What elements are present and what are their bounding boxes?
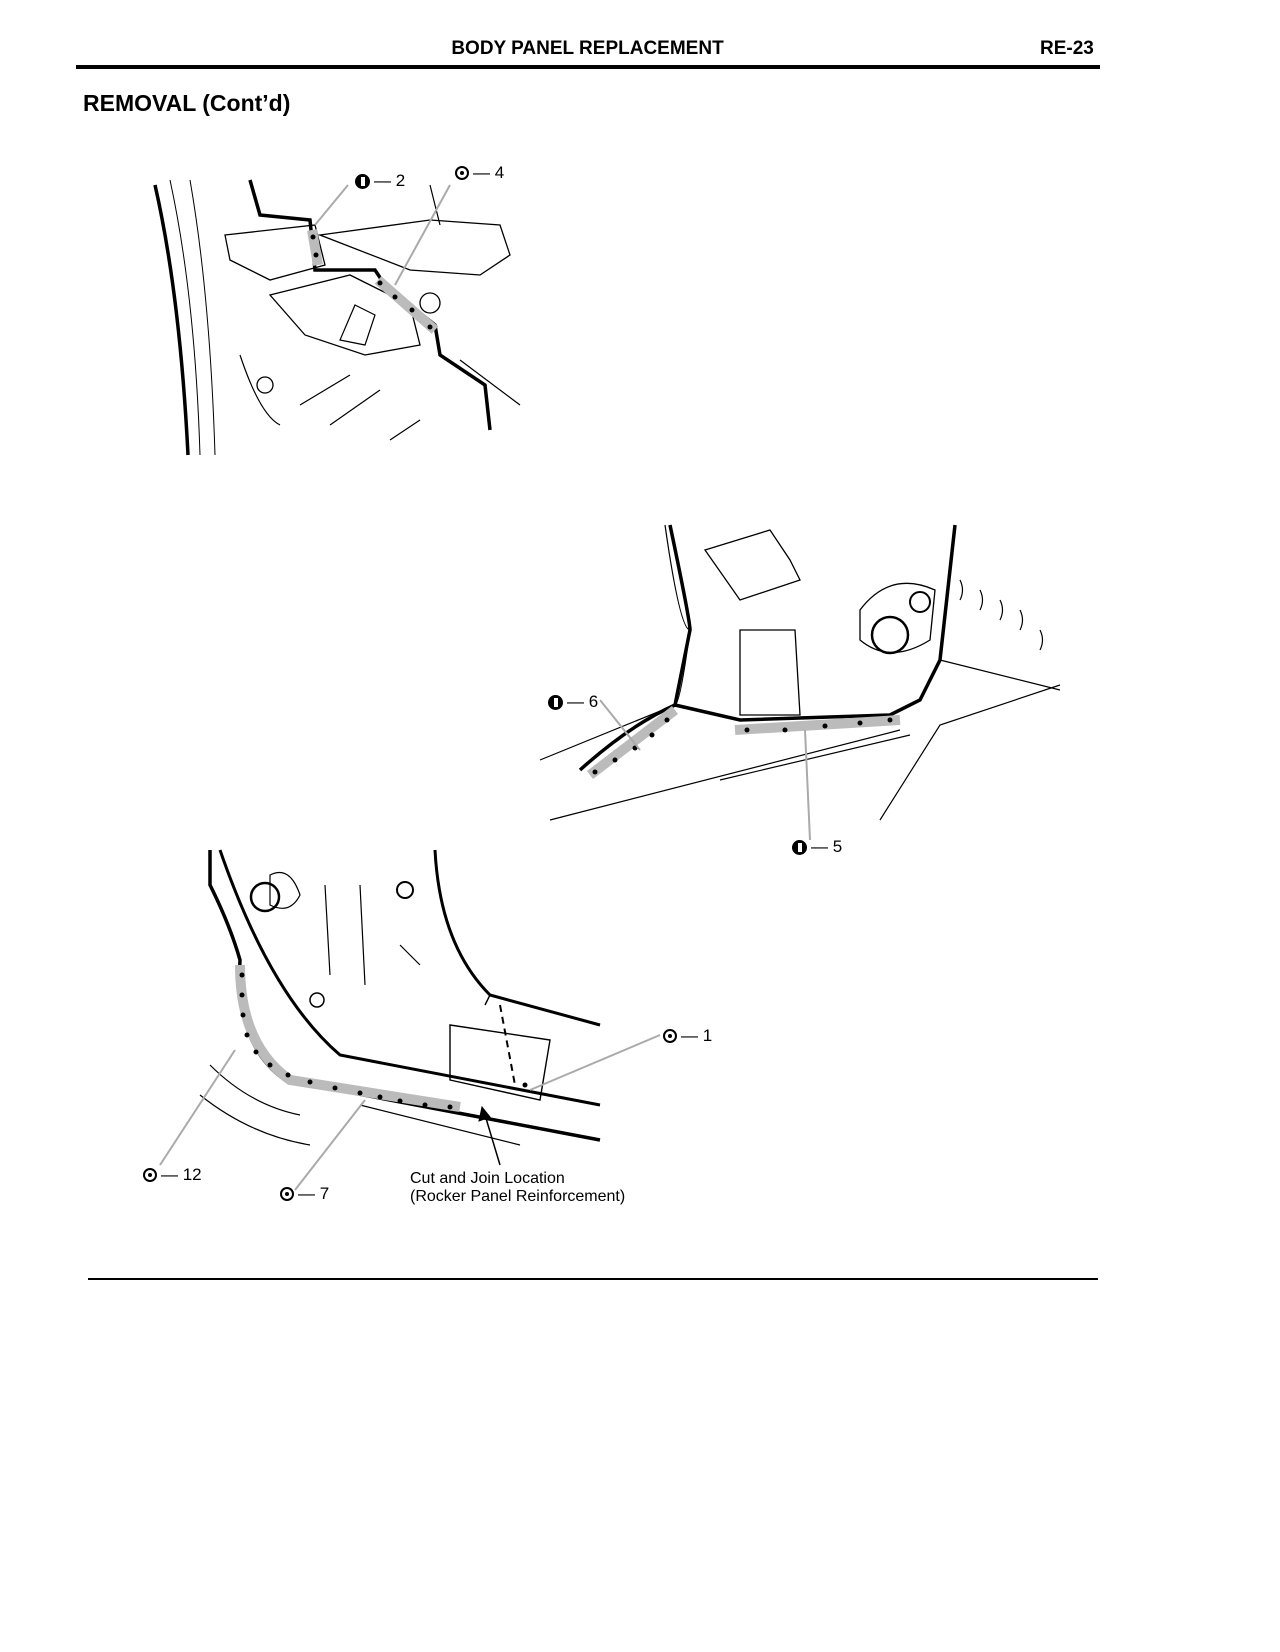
figure-rocker-panel <box>159 849 661 1191</box>
mig-weld-icon <box>548 694 563 710</box>
label-spot-7: — 7 <box>280 1184 329 1204</box>
label-text: — 2 <box>374 171 406 190</box>
caption-line-1: Cut and Join Location <box>410 1170 565 1187</box>
label-spot-1: — 1 <box>663 1026 712 1046</box>
label-mig-5: — 5 <box>792 837 842 857</box>
caption-line-2: (Rocker Panel Reinforcement) <box>410 1188 626 1205</box>
section-title: REMOVAL (Cont’d) <box>83 90 291 116</box>
label-mig-6: — 6 <box>548 692 598 712</box>
label-text: — 5 <box>811 837 843 856</box>
label-text: — 6 <box>567 692 599 711</box>
mig-weld-icon <box>792 839 807 855</box>
label-mig-2: — 2 <box>355 171 405 191</box>
label-text: — 1 <box>681 1026 713 1045</box>
spot-weld-icon <box>455 166 469 180</box>
label-spot-4: — 4 <box>455 163 504 183</box>
header-rule <box>76 65 1100 69</box>
cut-join-caption: Cut and Join Location (Rocker Panel Rein… <box>410 1170 625 1206</box>
figure-center-pillar-lower <box>539 524 1061 841</box>
spot-weld-icon <box>143 1168 157 1182</box>
label-text: — 7 <box>298 1184 330 1203</box>
spot-weld-icon <box>280 1187 294 1201</box>
header-title: BODY PANEL REPLACEMENT <box>451 38 724 59</box>
mig-weld-icon <box>355 173 370 189</box>
label-text: — 4 <box>473 163 505 182</box>
spot-weld-icon <box>663 1029 677 1043</box>
label-spot-12: — 12 <box>143 1165 202 1185</box>
figure-upper-pillar <box>153 179 521 456</box>
footer-rule <box>88 1278 1098 1280</box>
label-text: — 12 <box>161 1165 202 1184</box>
page-number: RE-23 <box>1040 38 1094 59</box>
